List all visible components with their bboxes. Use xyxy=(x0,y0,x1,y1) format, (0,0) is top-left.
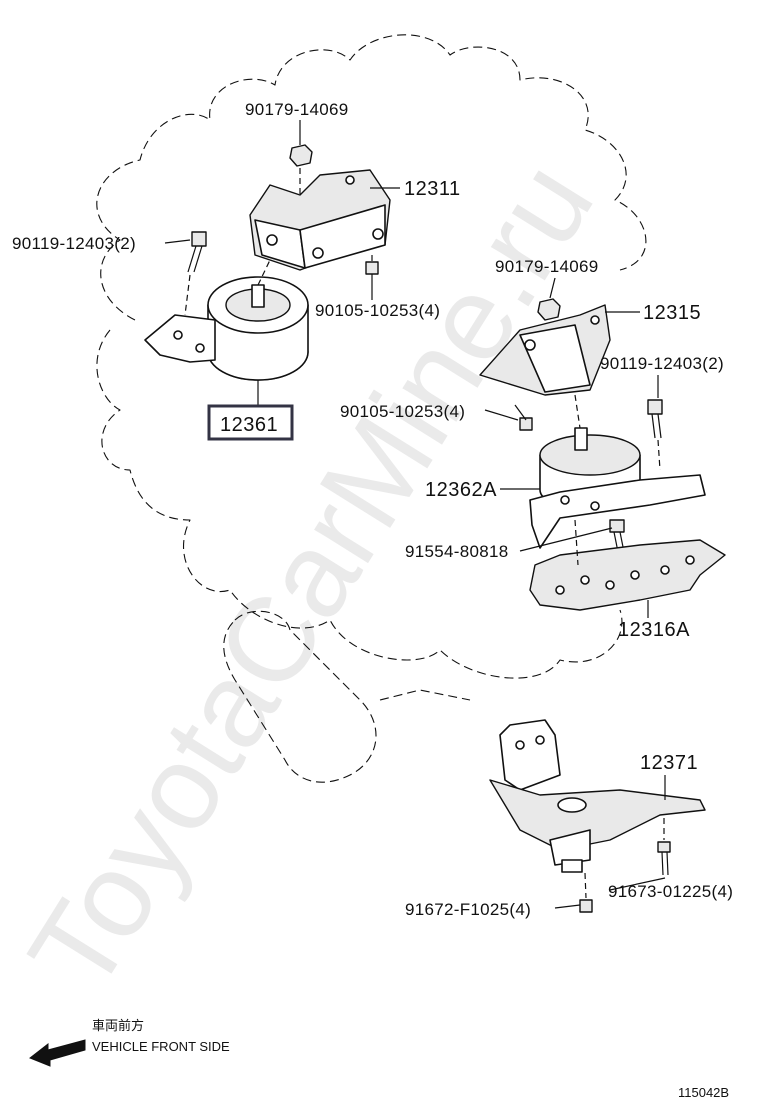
transmission-outline xyxy=(223,610,377,783)
highlight-box-12361 xyxy=(207,404,294,441)
bracket-12311 xyxy=(249,169,391,271)
legend-japanese: 車両前方 xyxy=(92,1018,144,1033)
label-12311: 12311 xyxy=(404,178,461,200)
label-91673-01225: 91673-01225(4) xyxy=(608,882,733,901)
bracket-12315 xyxy=(479,304,611,396)
insulator-12361 xyxy=(144,276,309,381)
bolt-91672-f1025 xyxy=(579,899,593,913)
plate-12316a xyxy=(529,539,726,611)
label-12371: 12371 xyxy=(640,752,698,774)
label-12361: 12361 xyxy=(220,414,278,436)
mount-12371 xyxy=(489,719,706,873)
bolt-90119-12403-a xyxy=(187,231,207,273)
label-90179-14069-a: 90179-14069 xyxy=(245,100,349,119)
label-91672-f1025: 91672-F1025(4) xyxy=(405,900,531,919)
vehicle-front-legend: 車両前方 VEHICLE FRONT SIDE xyxy=(29,1018,230,1067)
bolt-91554-80818 xyxy=(609,519,625,553)
legend-english: VEHICLE FRONT SIDE xyxy=(92,1039,230,1054)
bolt-90119-12403-b xyxy=(647,399,663,439)
front-arrow-icon xyxy=(29,1039,86,1067)
figure-id: 115042B xyxy=(678,1085,729,1100)
label-12362a: 12362A xyxy=(425,479,497,501)
nut-90179-14069-b xyxy=(537,298,561,321)
label-90119-12403-a: 90119-12403(2) xyxy=(12,234,136,253)
bolt-91673-01225 xyxy=(657,841,671,876)
bolt-90105-10253-b xyxy=(514,404,533,431)
label-90105-10253-a: 90105-10253(4) xyxy=(315,301,440,320)
label-12315: 12315 xyxy=(643,302,701,324)
bolt-90105-10253-a xyxy=(365,261,379,290)
label-90119-12403-b: 90119-12403(2) xyxy=(600,354,724,373)
label-12316a: 12316A xyxy=(618,619,690,641)
label-90179-14069-b: 90179-14069 xyxy=(495,257,599,276)
nut-90179-14069-a xyxy=(289,144,313,167)
engine-outline xyxy=(96,34,647,701)
insulator-12362a xyxy=(529,427,706,549)
label-90105-10253-b: 90105-10253(4) xyxy=(340,402,465,421)
label-91554-80818: 91554-80818 xyxy=(405,542,509,561)
